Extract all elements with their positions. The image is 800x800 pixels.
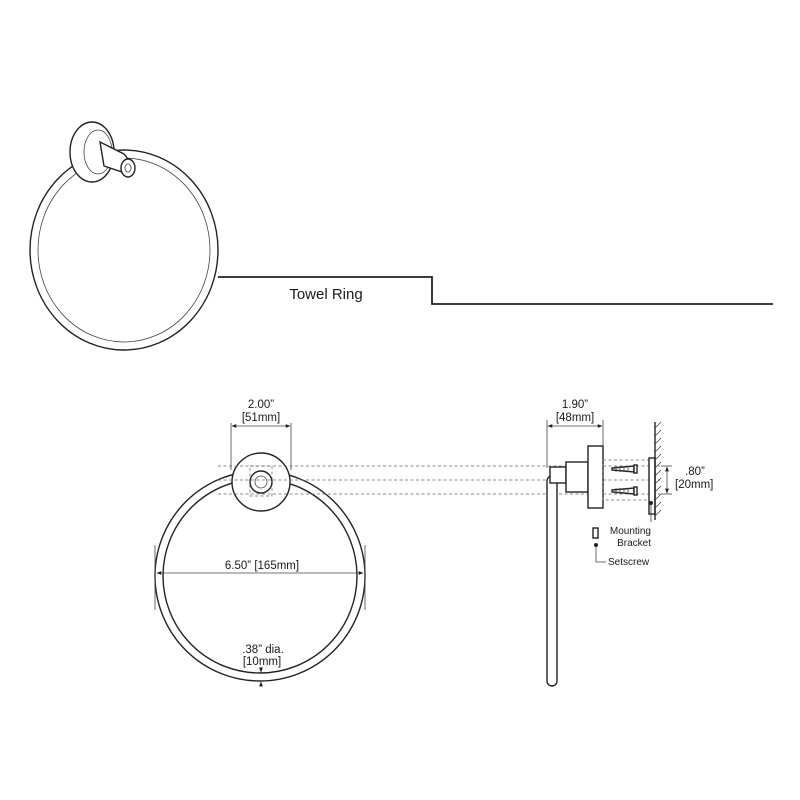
setscrew-label: Setscrew (608, 557, 650, 568)
wall-screw-bottom (611, 486, 638, 496)
tube-diameter-metric: [10mm] (243, 656, 281, 668)
perspective-ring-outer (29, 149, 219, 351)
wall-screw-top (611, 464, 638, 474)
mounting-bracket-label-line2: Bracket (617, 538, 651, 549)
perspective-ring-inner (37, 157, 211, 343)
projection-metric: [48mm] (556, 412, 594, 424)
side-arm (549, 466, 567, 484)
tube-diameter-imperial: .38” dia. (242, 644, 284, 656)
title-block: Towel Ring (218, 276, 773, 305)
side-view: 1.90” [48mm] (546, 399, 713, 687)
flange-width-metric: [51mm] (242, 412, 280, 424)
title-label: Towel Ring (289, 286, 362, 303)
perspective-post-end (120, 158, 136, 178)
flange-width-imperial: 2.00” (248, 399, 274, 411)
mounting-bracket-label-line1: Mounting (610, 526, 651, 537)
projection-lines (218, 465, 660, 495)
ring-diameter-label: 6.50” [165mm] (225, 560, 299, 572)
perspective-post-cap (124, 163, 132, 173)
front-view: 2.00” [51mm] 6.50” [165mm] .38” dia. [10… (154, 399, 366, 687)
bracket-height-metric: [20mm] (675, 479, 713, 491)
projection-imperial: 1.90” (562, 399, 588, 411)
side-flange (587, 445, 604, 509)
perspective-view (29, 121, 219, 351)
mounting-bracket (648, 457, 656, 515)
front-post (249, 470, 273, 494)
setscrew-icon (592, 527, 599, 539)
bracket-height-imperial: .80” (685, 466, 705, 478)
wall-hatching (654, 421, 662, 517)
front-post-inner (254, 475, 268, 489)
side-post (565, 461, 589, 493)
title-step-line (218, 276, 773, 305)
side-ring-profile (546, 475, 558, 687)
